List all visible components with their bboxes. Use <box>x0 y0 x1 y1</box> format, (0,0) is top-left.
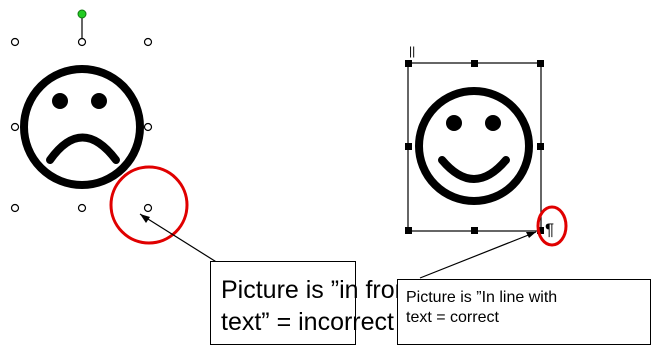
inline-handle-bottom-left <box>405 227 412 234</box>
highlight-circle-right <box>536 205 568 247</box>
selection-handles[interactable] <box>10 37 153 213</box>
anchor-marker: || <box>409 44 415 58</box>
resize-handle-bottom-left <box>10 203 20 213</box>
resize-handle-left <box>10 122 20 132</box>
callout-arrow-left <box>139 213 219 264</box>
callout-correct-line-1: Picture is ”In line with <box>406 289 558 306</box>
sad-face-icon <box>20 65 144 189</box>
resize-handle-top-left <box>10 37 20 47</box>
inline-handle-bottom <box>471 227 478 234</box>
smiley-face-icon <box>415 87 533 205</box>
callout-arrow-right <box>419 231 537 279</box>
paragraph-mark: ¶ <box>545 220 554 239</box>
inline-selection-handles[interactable] <box>405 60 544 234</box>
rotation-handle[interactable] <box>77 9 87 19</box>
inline-handle-bottom-right <box>537 227 544 234</box>
inline-handle-left <box>405 143 412 150</box>
inline-handle-top-right <box>537 60 544 67</box>
callout-incorrect-line-2: text” = incorrect <box>221 308 394 336</box>
resize-handle-top-right <box>143 37 153 47</box>
inline-handle-top-left <box>405 60 412 67</box>
resize-handle-bottom <box>77 203 87 213</box>
resize-handle-right <box>143 122 153 132</box>
callout-box-incorrect: Picture is ”in front of text” = incorrec… <box>210 261 443 345</box>
highlight-circle-left <box>109 165 189 245</box>
inline-picture[interactable]: || ¶ <box>405 44 554 239</box>
floating-picture[interactable] <box>10 9 153 213</box>
resize-handle-top <box>77 37 87 47</box>
callout-box-correct: Picture is ”In line with text = correct <box>397 279 651 345</box>
inline-handle-right <box>537 143 544 150</box>
resize-handle-bottom-right <box>143 203 153 213</box>
callout-correct-line-2: text = correct <box>406 309 499 326</box>
inline-handle-top <box>471 60 478 67</box>
